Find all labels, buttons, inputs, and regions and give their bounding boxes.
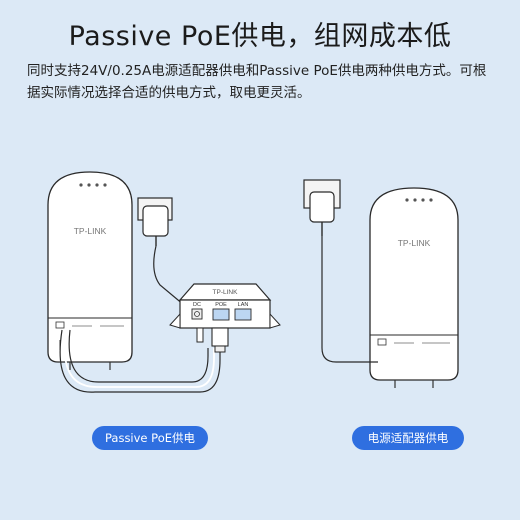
description: 同时支持24V/0.25A电源适配器供电和Passive PoE供电两种供电方式… — [27, 63, 487, 101]
right-power-adapter — [303, 179, 378, 363]
injector-port-lan: LAN — [238, 302, 249, 308]
injector-brand: TP-LINK — [213, 289, 239, 296]
left-power-adapter — [137, 197, 188, 315]
label-passive-poe: Passive PoE供电 — [92, 426, 208, 450]
injector-port-poe: POE — [215, 302, 227, 308]
left-ap-brand: TP-LINK — [74, 226, 107, 236]
right-ap-brand: TP-LINK — [398, 238, 431, 248]
label-power-adapter: 电源适配器供电 — [352, 426, 464, 450]
injector-port-dc: DC — [193, 302, 201, 308]
poe-injector: TP-LINK DC POE LAN — [169, 283, 281, 353]
right-access-point: TP-LINK — [369, 187, 459, 388]
page-title: Passive PoE供电，组网成本低 — [68, 21, 452, 52]
